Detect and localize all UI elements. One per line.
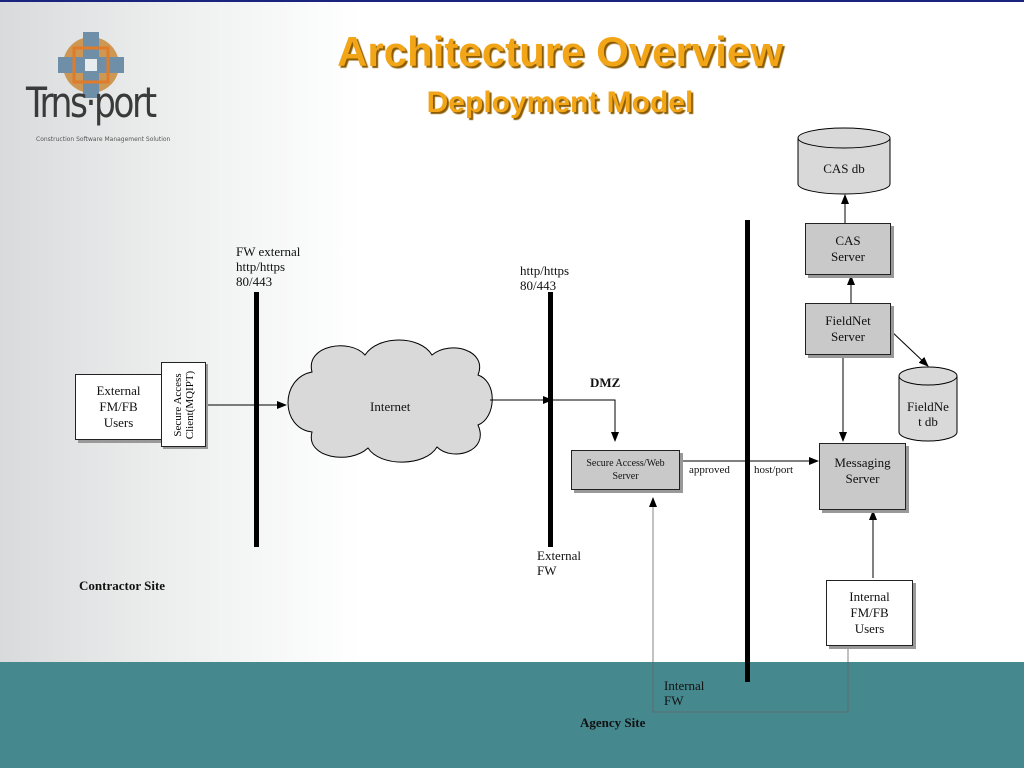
top-rule [0,0,1024,2]
internal-fw-label: Internal FW [664,678,704,708]
internet-cloud [287,339,493,463]
fw-external-bar [254,292,259,547]
logo-tagline: Construction Software Management Solutio… [36,136,171,143]
internal-fw-bar [745,220,750,682]
fw-external-label: FW external http/https 80/443 [236,244,300,289]
messaging-server-line2: Server [845,471,880,486]
fw-external-line3: 80/443 [236,274,273,289]
fieldnet-db-cylinder [898,366,958,442]
arrow-fieldnet-fieldnetdb [889,329,929,367]
bottom-band [0,662,1024,768]
fieldnet-server-box: FieldNet Server [805,303,891,355]
internal-fw-line2: FW [664,693,684,708]
external-users-box: External FM/FB Users [75,374,162,440]
page-title: Architecture Overview [337,28,783,75]
external-fw-line1: External [537,548,582,563]
fw-external-line1: FW external [236,244,301,259]
page-subtitle: Deployment Model [426,86,694,119]
internal-users-line3: Users [854,621,885,636]
fieldnet-server-line1: FieldNet [825,313,871,328]
contractor-site-label: Contractor Site [79,578,166,593]
cas-db-cylinder [797,127,891,195]
dmz-port-line2: 80/443 [520,278,557,293]
fieldnet-db-label: FieldNe t db [899,399,957,429]
approved-label: approved [689,464,730,476]
fieldnet-db-line1: FieldNe [907,399,949,414]
dmz-port-label: http/https 80/443 [520,263,569,293]
cas-server-box: CAS Server [805,223,891,275]
secure-web-server-line1: Secure Access/Web [586,458,665,469]
fieldnet-server-line2: Server [831,329,865,344]
cas-db-label: CAS db [823,161,865,176]
logo-text: Trns·port [26,78,157,127]
fieldnet-db-line2: t db [918,414,938,429]
external-users-line2: FM/FB [99,399,138,414]
internal-fw-line1: Internal [664,678,705,693]
fw-external-line2: http/https [236,259,286,274]
messaging-server-box: Messaging Server [819,443,906,510]
secure-web-server-box: Secure Access/Web Server [571,450,680,490]
internal-users-line1: Internal [849,589,890,604]
host-port-label: host/port [754,464,794,476]
internet-label: Internet [370,399,411,414]
arrow-internal-webserver [649,497,849,713]
agency-site-label: Agency Site [580,715,646,730]
internal-users-box: Internal FM/FB Users [826,580,913,646]
secure-access-client-box: Secure Access Client(MQIPT) [161,362,206,447]
external-fw-line2: FW [537,563,557,578]
dmz-label: DMZ [590,375,621,390]
external-fw-bar [548,292,553,547]
cas-server-line2: Server [831,249,865,264]
background-gradient [0,0,360,662]
external-users-line3: Users [103,415,134,430]
dmz-port-line1: http/https [520,263,570,278]
internal-users-line2: FM/FB [850,605,889,620]
logo-icon [58,32,124,98]
external-users-line1: External [96,383,141,398]
arrow-fw-webserver [552,399,619,442]
secure-access-client-label: Secure Access Client(MQIPT) [171,370,196,439]
cas-server-line1: CAS [835,233,861,248]
messaging-server-line1: Messaging [834,455,891,470]
secure-web-server-line2: Server [612,471,639,482]
external-fw-label: External FW [537,548,581,578]
